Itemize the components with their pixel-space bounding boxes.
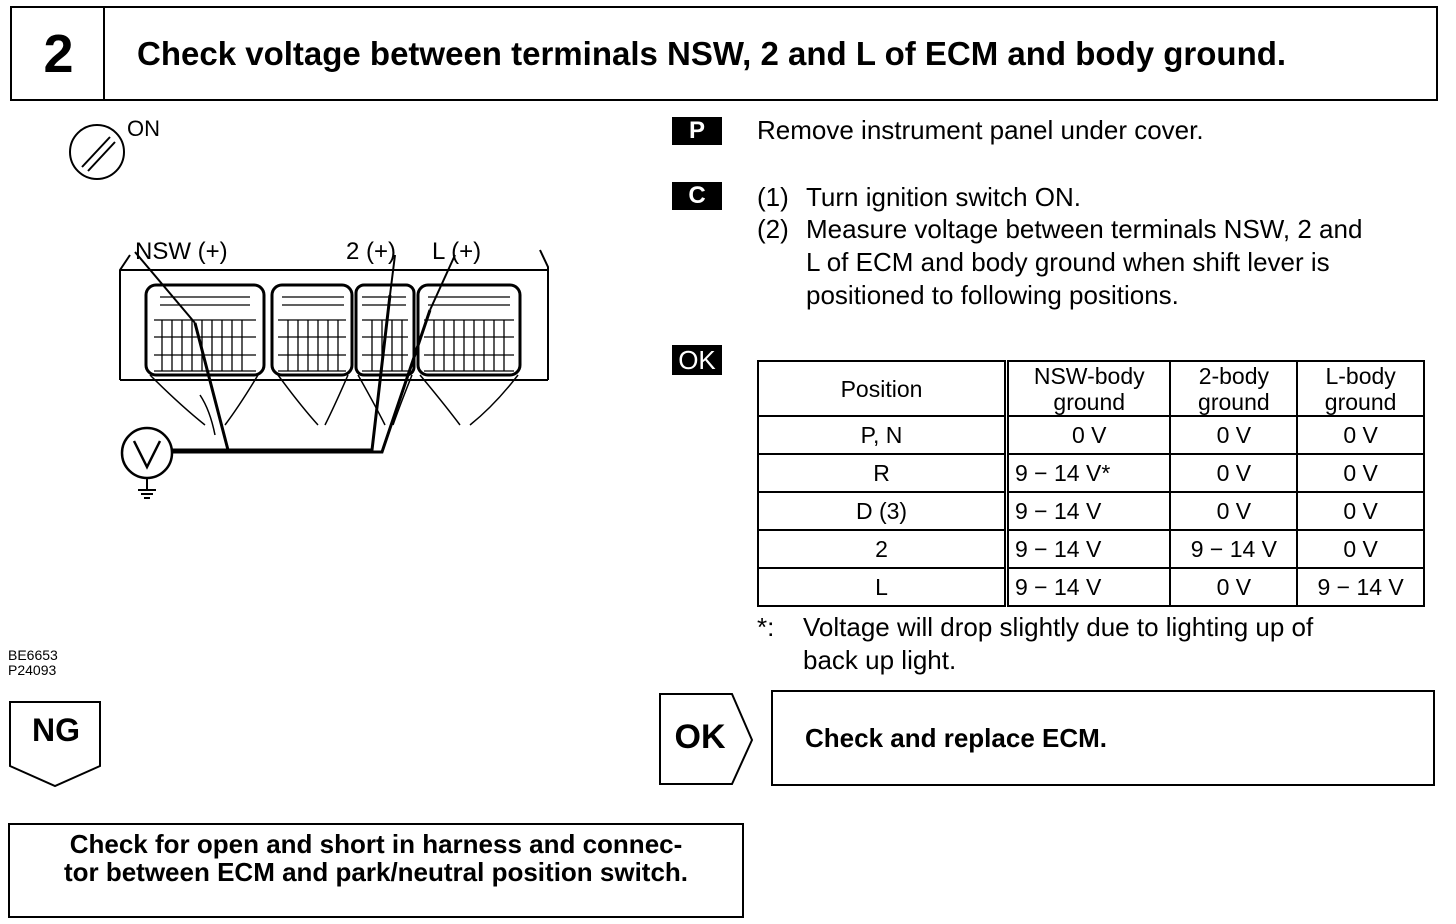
footnote-text: back up light.	[803, 645, 957, 675]
footnote-mark: *:	[757, 612, 775, 642]
ignition-on-label: ON	[127, 116, 160, 141]
cell: 0 V	[1296, 491, 1425, 531]
cell: 0 V	[1169, 491, 1299, 531]
cell: 9 − 14 V	[1169, 529, 1299, 569]
cell: 0 V	[1296, 529, 1425, 569]
ok-action: Check and replace ECM.	[805, 722, 1107, 753]
cell: 2	[757, 529, 1009, 569]
table-row: P, N 0 V 0 V 0 V	[757, 415, 1425, 455]
ok-action-box: Check and replace ECM.	[771, 690, 1435, 786]
check-tag: C	[672, 182, 722, 210]
ng-action-box	[8, 823, 744, 918]
check-step-text: Turn ignition switch ON.	[806, 182, 1082, 212]
cell: 0 V	[1005, 415, 1172, 455]
terminal-l-label: L (+)	[432, 238, 482, 265]
cell: 0 V	[1169, 453, 1299, 493]
cell: 9 − 14 V	[1296, 567, 1425, 607]
check-step-text: L of ECM and body ground when shift leve…	[806, 247, 1330, 277]
cell: L	[757, 567, 1009, 607]
table-row: D (3) 9 − 14 V 0 V 0 V	[757, 491, 1425, 531]
ok-arrow-shape	[659, 693, 754, 785]
table-row: 2 9 − 14 V 9 − 14 V 0 V	[757, 529, 1425, 569]
cell: 9 − 14 V	[1005, 529, 1172, 569]
figure-code: BE6653	[8, 647, 58, 663]
cell: 0 V	[1169, 567, 1299, 607]
cell: 9 − 14 V	[1005, 567, 1172, 607]
ok-label: OK	[674, 718, 726, 756]
ng-label: NG	[32, 712, 80, 748]
ignition-switch-icon	[69, 124, 125, 180]
check-step-text: Measure voltage between terminals NSW, 2…	[806, 214, 1363, 244]
step-number: 2	[10, 6, 105, 101]
voltmeter-icon	[120, 426, 174, 499]
cell: 9 − 14 V*	[1005, 453, 1172, 493]
footnote-text: Voltage will drop slightly due to lighti…	[803, 612, 1314, 642]
ng-arrow-shape	[9, 701, 101, 788]
cell: D (3)	[757, 491, 1009, 531]
probe-leads	[134, 251, 456, 454]
cell: 0 V	[1296, 453, 1425, 493]
cell: 0 V	[1169, 415, 1299, 455]
ok-tag: OK	[672, 345, 722, 375]
table-row: L 9 − 14 V 0 V 9 − 14 V	[757, 567, 1425, 607]
step-title: Check voltage between terminals NSW, 2 a…	[103, 6, 1438, 101]
check-step-text: positioned to following positions.	[806, 280, 1179, 310]
terminal-nsw-label: NSW (+)	[135, 238, 228, 265]
header-position: Position	[757, 360, 1009, 417]
ng-action: Check for open and short in harness and …	[63, 829, 689, 887]
figure-code: P24093	[8, 662, 57, 678]
ecm-connector-diagram	[69, 124, 549, 499]
prep-text: Remove instrument panel under cover.	[757, 115, 1204, 145]
cell: P, N	[757, 415, 1009, 455]
terminal-2-label: 2 (+)	[346, 238, 397, 265]
cell: 9 − 14 V	[1005, 491, 1172, 531]
cell: R	[757, 453, 1009, 493]
prep-tag: P	[672, 117, 722, 145]
check-step-number: (2)	[757, 214, 789, 244]
check-step-number: (1)	[757, 182, 789, 212]
ecm-connector	[119, 249, 549, 436]
cell: 0 V	[1296, 415, 1425, 455]
table-row: R 9 − 14 V* 0 V 0 V	[757, 453, 1425, 493]
